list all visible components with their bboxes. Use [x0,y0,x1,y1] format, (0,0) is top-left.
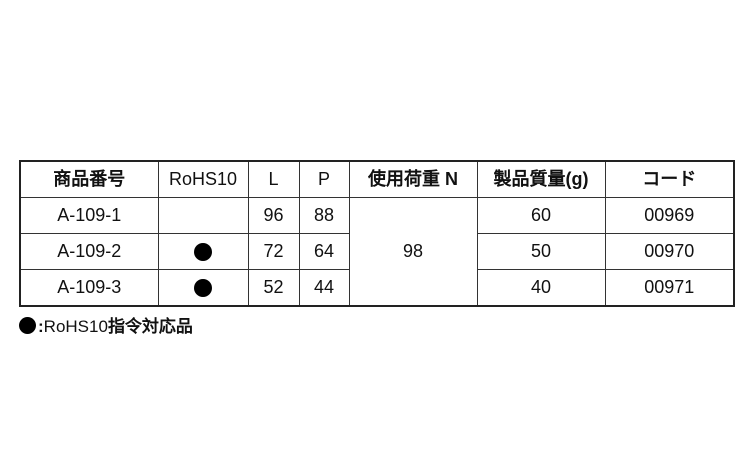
header-code: コード [604,160,735,198]
black-circle-icon [194,279,212,298]
header-l: L [247,160,300,198]
header-rohs: RoHS10 [157,160,249,198]
cell-mass: 60 [476,197,606,234]
cell-code: 00970 [604,233,735,270]
cell-code: 00971 [604,269,735,307]
header-product-no: 商品番号 [19,160,159,198]
table-row: A-109-2 72 64 50 00970 [19,233,735,270]
cell-mass: 50 [476,233,606,270]
cell-rohs [157,269,249,307]
black-circle-icon [194,243,212,262]
cell-product-no: A-109-3 [19,269,159,307]
header-load: 使用荷重 N [348,160,478,198]
cell-code: 00969 [604,197,735,234]
cell-product-no: A-109-1 [19,197,159,234]
spec-table: 商品番号 RoHS10 L P 使用荷重 N 製品質量(g) コード A-109… [19,160,735,307]
cell-load-merged: 98 [348,197,478,307]
table-row: A-109-1 96 88 98 60 00969 [19,197,735,307]
header-row: 商品番号 RoHS10 L P 使用荷重 N 製品質量(g) コード [19,160,735,198]
cell-product-no: A-109-2 [19,233,159,270]
cell-mass: 40 [476,269,606,307]
header-mass: 製品質量(g) [476,160,606,198]
black-circle-icon [19,317,36,335]
cell-l: 72 [247,233,300,270]
footnote-colon: : [38,317,44,336]
cell-l: 96 [247,197,300,234]
cell-rohs [157,233,249,270]
table-row: A-109-3 52 44 40 00971 [19,269,735,307]
cell-l: 52 [247,269,300,307]
cell-rohs [157,197,249,234]
footnote-text: 指令対応品 [107,317,193,336]
cell-p: 44 [298,269,350,307]
footnote: :RoHS10指令対応品 [19,312,193,337]
cell-p: 64 [298,233,350,270]
header-p: P [298,160,350,198]
cell-p: 88 [298,197,350,234]
footnote-rohs: RoHS10 [43,317,108,336]
